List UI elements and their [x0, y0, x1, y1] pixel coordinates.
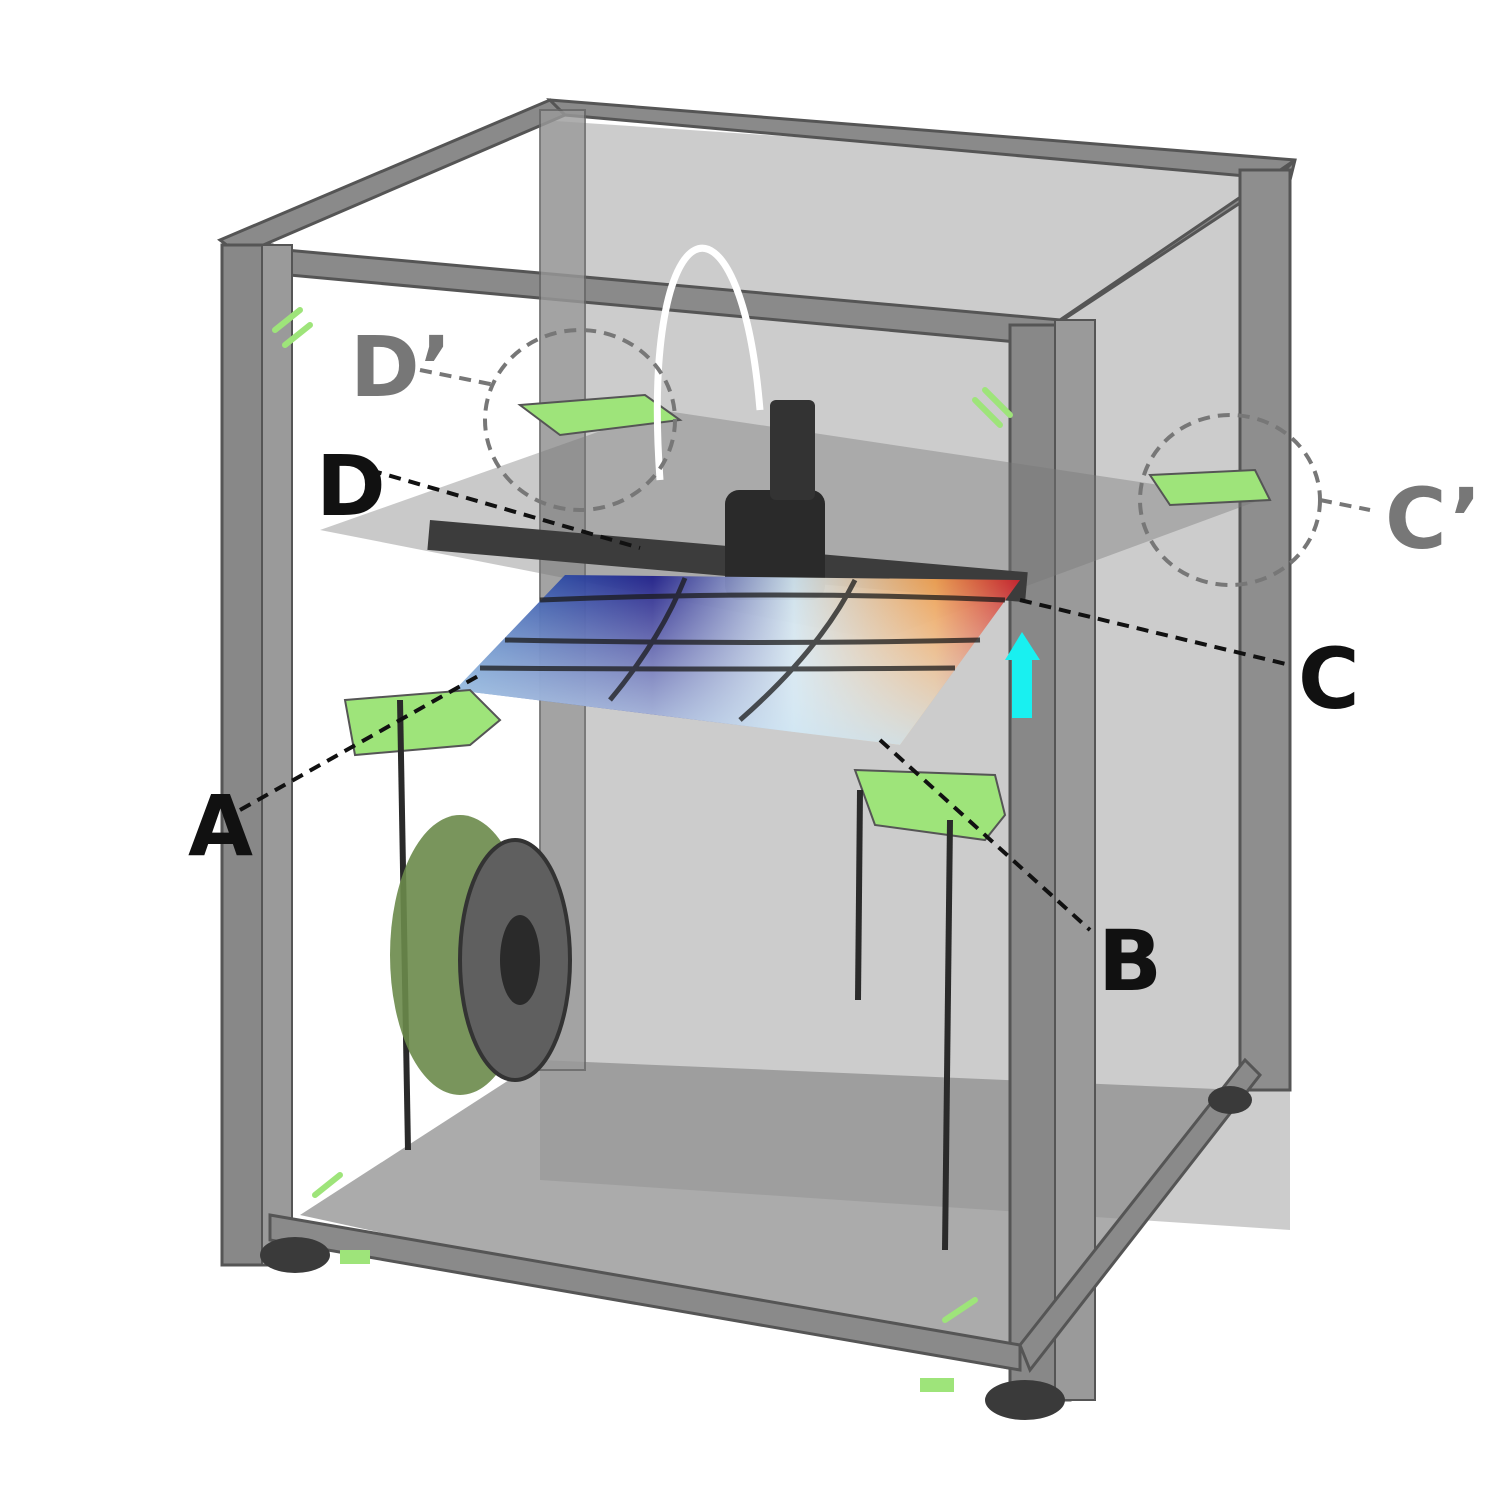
feet — [260, 1086, 1252, 1420]
arrow-up-icon — [1005, 632, 1040, 718]
bed-heatmap — [455, 575, 1020, 745]
filament-spool — [390, 815, 572, 1095]
callout-leaders — [239, 328, 1371, 932]
z-carriage-front-right — [853, 768, 1007, 842]
callout-c-prime: C’ — [1385, 470, 1482, 568]
green-accents — [272, 307, 1013, 1323]
bottom-frame — [268, 1057, 1262, 1373]
floor-panel — [300, 1060, 1240, 1370]
callout-d-prime: D’ — [350, 318, 452, 416]
z-carriage-front-left — [343, 688, 502, 757]
callout-c: C — [1298, 630, 1360, 728]
back-right-post — [1238, 168, 1292, 1092]
callout-a: A — [188, 777, 253, 875]
callout-b: B — [1098, 912, 1162, 1010]
top-frame — [217, 98, 1297, 347]
toolhead — [653, 244, 825, 600]
callout-d: D — [316, 437, 386, 535]
front-right-post — [1008, 319, 1096, 1402]
front-left-post — [220, 243, 293, 1267]
